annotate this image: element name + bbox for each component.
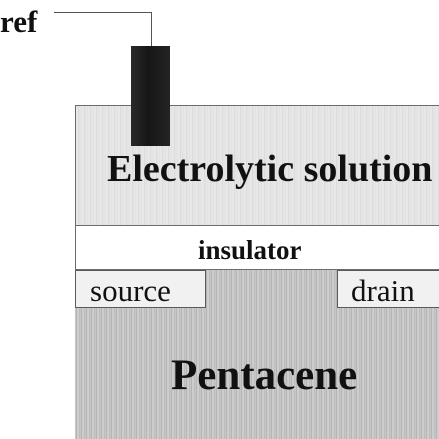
drain-contact: drain [337, 270, 439, 308]
drain-label: drain [351, 273, 415, 308]
source-contact: source [75, 270, 206, 308]
electrolytic-solution-label: Electrolytic solution [107, 148, 433, 190]
reference-electrode-label: ref [0, 4, 38, 39]
insulator-layer [75, 226, 439, 270]
reference-lead-horizontal [54, 12, 152, 13]
reference-electrode [131, 46, 170, 146]
source-label: source [90, 273, 171, 308]
reference-lead-vertical [151, 12, 152, 47]
insulator-label: insulator [198, 235, 302, 265]
pentacene-label: Pentacene [171, 352, 358, 399]
